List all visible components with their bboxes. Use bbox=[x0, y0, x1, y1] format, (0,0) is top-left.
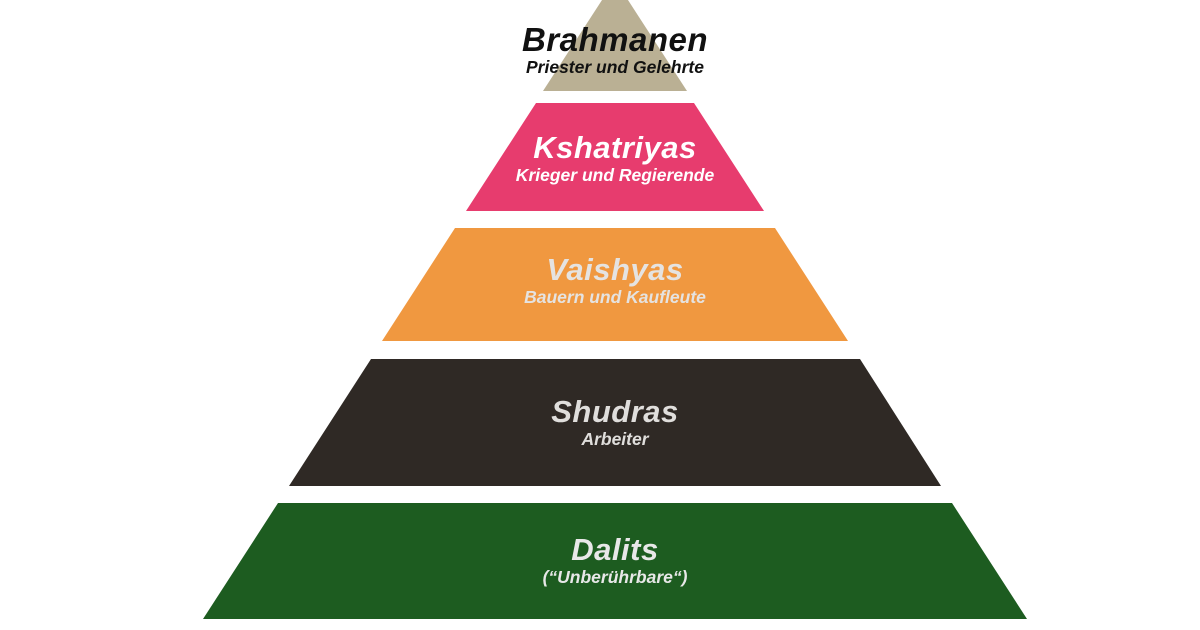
pyramid-level-brahmanen-shape bbox=[543, 0, 687, 91]
pyramid-level-kshatriyas-shape bbox=[466, 103, 764, 211]
pyramid-level-vaishyas-shape bbox=[382, 228, 848, 341]
pyramid-level-dalits-shape bbox=[203, 503, 1027, 619]
pyramid-level-shudras-shape bbox=[289, 359, 941, 486]
